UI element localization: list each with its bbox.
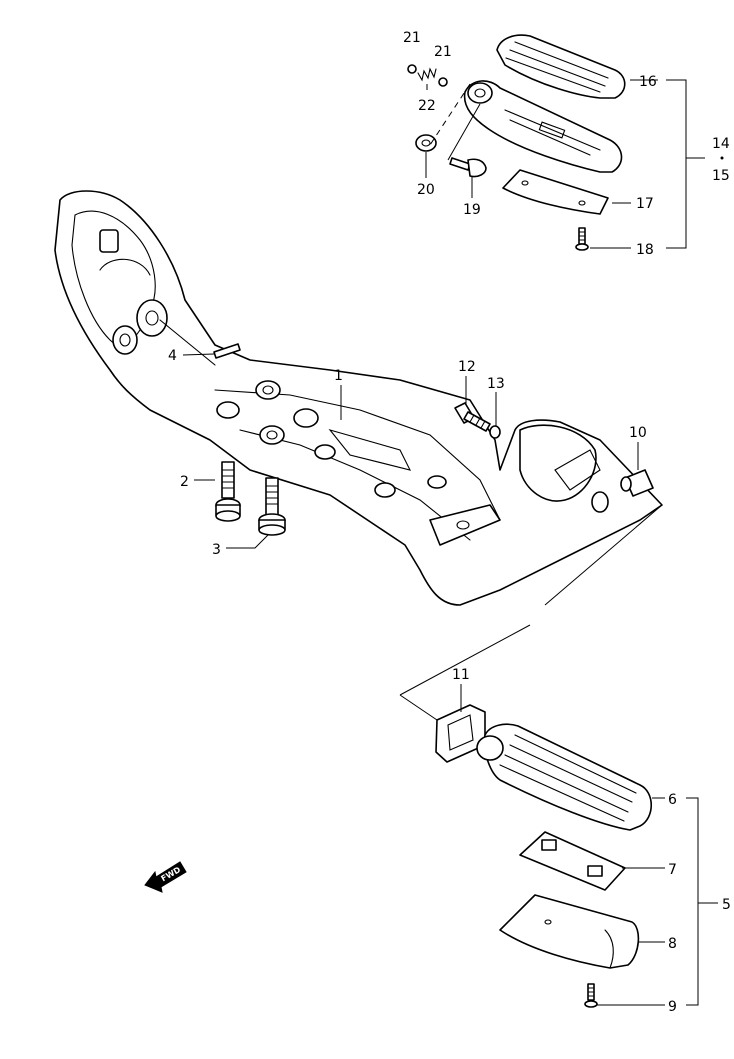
screw-9 <box>584 983 598 1008</box>
callout-15: 15 <box>712 168 730 184</box>
callout-20: 20 <box>417 182 435 198</box>
footrest-rubber-8 <box>499 894 640 969</box>
footrest-rubber-16 <box>496 34 626 99</box>
callout-1: 1 <box>334 368 343 384</box>
callout-9: 9 <box>668 999 677 1015</box>
spring-22 <box>417 67 437 82</box>
ball-21a <box>407 64 417 74</box>
callout-16: 16 <box>639 74 657 90</box>
callout-6: 6 <box>668 792 677 808</box>
callout-4: 4 <box>168 348 177 364</box>
callout-21b: 21 <box>434 44 452 60</box>
callout-14: 14 <box>712 136 730 152</box>
clip-4 <box>213 343 241 359</box>
callout-5: 5 <box>722 897 731 913</box>
callout-7: 7 <box>668 862 677 878</box>
bolt-2 <box>215 461 241 522</box>
callout-12: 12 <box>458 359 476 375</box>
callout-17: 17 <box>636 196 654 212</box>
fwd-arrow-icon: FWD <box>144 861 187 893</box>
washer-13 <box>489 425 501 439</box>
leader-lines <box>182 79 718 1006</box>
footrest-plate-17 <box>502 169 609 215</box>
footrest-bracket <box>54 190 663 606</box>
stopper-10 <box>620 469 654 497</box>
callout-21a: 21 <box>403 30 421 46</box>
callout-13: 13 <box>487 376 505 392</box>
callout-3: 3 <box>212 542 221 558</box>
pin-19 <box>449 157 487 178</box>
callout-11: 11 <box>452 667 470 683</box>
callout-19: 19 <box>463 202 481 218</box>
bolt-12 <box>454 402 491 432</box>
callout-18: 18 <box>636 242 654 258</box>
callout-labels: 1 2 3 4 5 6 7 8 9 10 11 12 13 14 15 16 1… <box>168 30 731 1015</box>
dot-14-15 <box>720 156 724 160</box>
footrest-plate-7 <box>519 831 626 891</box>
callout-22: 22 <box>418 98 436 114</box>
callout-8: 8 <box>668 936 677 952</box>
ball-21b <box>438 77 448 87</box>
bolt-3 <box>258 477 286 536</box>
screw-18 <box>575 227 589 251</box>
callout-2: 2 <box>180 474 189 490</box>
footrest-6 <box>476 723 653 831</box>
callout-10: 10 <box>629 425 647 441</box>
footrest-body-upper <box>463 80 623 173</box>
washer-20 <box>415 134 437 152</box>
